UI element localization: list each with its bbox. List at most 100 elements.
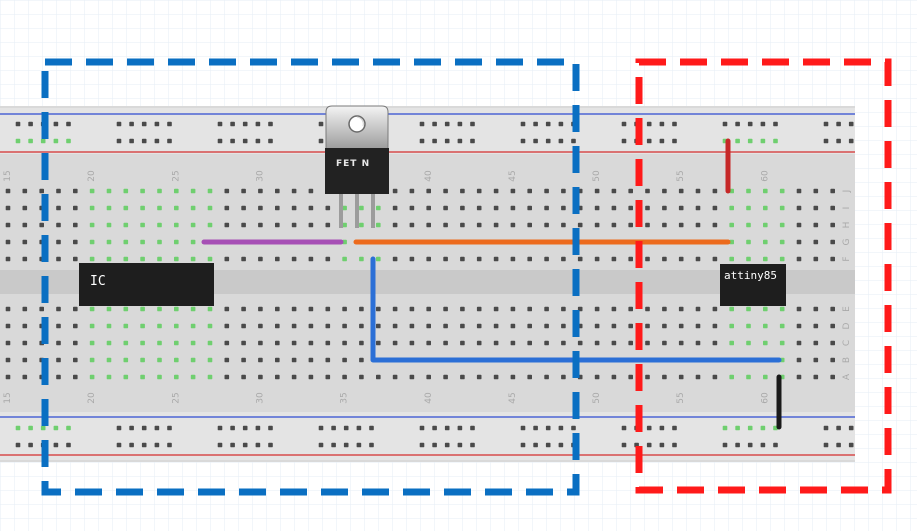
row-letter-label: I: [842, 207, 852, 210]
breadboard-hole: [39, 306, 44, 312]
breadboard-hole: [5, 205, 11, 211]
breadboard-hole: [22, 256, 28, 262]
breadboard-hole: [174, 205, 179, 211]
breadboard-hole: [796, 340, 802, 346]
breadboard-hole: [594, 340, 600, 346]
breadboard-hole: [241, 374, 246, 380]
breadboard-hole: [747, 442, 753, 448]
breadboard-hole: [476, 374, 482, 380]
breadboard-hole: [53, 425, 59, 431]
breadboard-hole: [376, 374, 381, 380]
breadboard-hole: [409, 340, 415, 346]
breadboard-hole: [746, 256, 751, 262]
breadboard-hole: [432, 121, 437, 127]
breadboard-hole: [318, 425, 324, 431]
breadboard-hole: [645, 205, 650, 211]
breadboard-hole: [746, 222, 751, 228]
breadboard-hole: [207, 340, 213, 346]
breadboard-hole: [275, 205, 280, 211]
breadboard-hole: [813, 357, 819, 363]
breadboard-hole: [645, 256, 650, 262]
breadboard-hole: [746, 323, 751, 329]
breadboard-hole: [722, 425, 728, 431]
breadboard-hole: [224, 222, 230, 228]
breadboard-hole: [53, 442, 59, 448]
breadboard-hole: [89, 205, 95, 211]
breadboard-hole: [56, 256, 61, 262]
breadboard-hole: [830, 323, 835, 329]
breadboard-hole: [476, 306, 482, 312]
breadboard-hole: [242, 138, 248, 144]
breadboard-hole: [241, 323, 246, 329]
breadboard-hole: [129, 138, 134, 144]
breadboard-hole: [409, 188, 415, 194]
breadboard-hole: [796, 256, 802, 262]
breadboard-hole: [763, 256, 768, 262]
breadboard-hole: [545, 425, 551, 431]
breadboard-hole: [174, 256, 179, 262]
breadboard-hole: [56, 340, 61, 346]
column-number-label: 20: [87, 392, 97, 404]
breadboard-hole: [779, 323, 785, 329]
breadboard-hole: [325, 323, 331, 329]
breadboard-hole: [275, 222, 280, 228]
breadboard-hole: [359, 357, 364, 363]
breadboard-hole: [359, 323, 364, 329]
breadboard-hole: [621, 442, 627, 448]
breadboard-hole: [611, 306, 617, 312]
column-number-label: 30: [255, 170, 265, 182]
breadboard-hole: [848, 442, 854, 448]
breadboard-hole: [308, 340, 314, 346]
breadboard-hole: [426, 256, 431, 262]
breadboard-hole: [230, 442, 235, 448]
breadboard-hole: [763, 205, 768, 211]
column-number-label: 60: [760, 392, 770, 404]
breadboard-hole: [73, 323, 78, 329]
breadboard-hole: [275, 374, 280, 380]
breadboard-hole: [443, 306, 448, 312]
breadboard-hole: [476, 222, 482, 228]
breadboard-hole: [140, 188, 145, 194]
breadboard-hole: [217, 442, 223, 448]
ic-chip: IC: [79, 263, 214, 306]
breadboard-hole: [645, 222, 650, 228]
breadboard-hole: [15, 138, 21, 144]
breadboard-hole: [224, 374, 230, 380]
breadboard-hole: [611, 374, 617, 380]
breadboard-hole: [443, 256, 448, 262]
breadboard-hole: [409, 256, 415, 262]
breadboard-hole: [28, 138, 33, 144]
breadboard-hole: [746, 340, 751, 346]
breadboard-hole: [56, 357, 61, 363]
breadboard-hole: [5, 188, 11, 194]
breadboard-hole: [533, 425, 538, 431]
breadboard-hole: [571, 138, 576, 144]
breadboard-hole: [443, 188, 448, 194]
breadboard-hole: [157, 188, 162, 194]
breadboard-hole: [645, 306, 650, 312]
breadboard-hole: [141, 425, 147, 431]
breadboard-hole: [140, 222, 145, 228]
breadboard-hole: [154, 425, 160, 431]
breadboard-hole: [268, 442, 273, 448]
breadboard-hole: [89, 306, 95, 312]
breadboard-hole: [662, 374, 667, 380]
wires: [201, 138, 782, 430]
breadboard-hole: [174, 374, 179, 380]
breadboard-hole: [432, 425, 437, 431]
breadboard-hole: [123, 340, 129, 346]
breadboard-hole: [823, 138, 829, 144]
breadboard-hole: [796, 239, 802, 245]
breadboard-hole: [426, 340, 431, 346]
attiny85-chip: attiny85: [720, 264, 786, 306]
breadboard-hole: [343, 425, 349, 431]
breadboard-hole: [594, 222, 600, 228]
breadboard-hole: [796, 323, 802, 329]
breadboard-hole: [444, 425, 450, 431]
breadboard-hole: [258, 357, 263, 363]
breadboard-hole: [520, 442, 526, 448]
breadboard-hole: [22, 374, 28, 380]
row-letter-label: E: [842, 306, 852, 312]
breadboard-hole: [190, 239, 196, 245]
